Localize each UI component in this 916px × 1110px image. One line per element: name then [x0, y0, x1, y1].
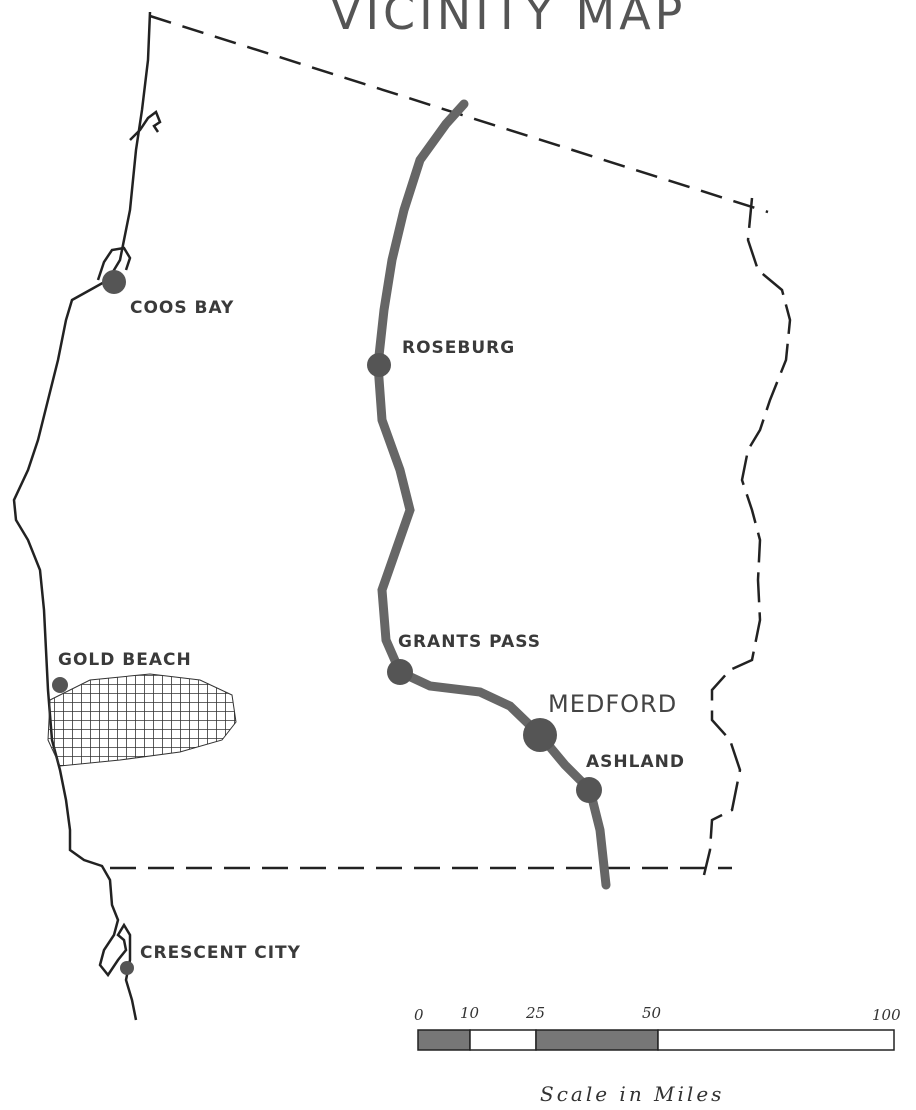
label-ashland: ASHLAND: [586, 752, 685, 772]
map-title: VICINITY MAP: [330, 0, 687, 40]
label-medford: MEDFORD: [548, 690, 678, 718]
scale-segment-10-25: [469, 1029, 537, 1051]
label-crescent-city: CRESCENT CITY: [140, 943, 301, 963]
scale-tick-100: 100: [872, 1006, 901, 1024]
coastline: [12, 11, 152, 1021]
city-marker-gold-beach: [52, 677, 68, 693]
scale-bar: [417, 1029, 895, 1051]
scale-tick-50: 50: [642, 1004, 662, 1022]
scale-segment-50-100: [657, 1029, 895, 1051]
label-coos-bay: COOS BAY: [130, 298, 235, 318]
coos-bay-inlet: [96, 110, 162, 281]
city-marker-crescent-city: [120, 961, 134, 975]
label-grants-pass: GRANTS PASS: [398, 632, 541, 652]
scale-tick-10: 10: [460, 1004, 480, 1022]
city-marker-grants-pass: [387, 659, 413, 685]
highway: [373, 99, 611, 890]
city-marker-ashland: [576, 777, 602, 803]
scale-tick-0: 0: [414, 1006, 424, 1024]
scale-tick-25: 25: [526, 1004, 546, 1022]
label-gold-beach: GOLD BEACH: [58, 650, 192, 670]
label-roseburg: ROSEBURG: [402, 338, 516, 358]
scale-segment-0-10: [417, 1029, 471, 1051]
city-marker-coos-bay: [102, 270, 126, 294]
crosshatch-area: [47, 673, 237, 767]
city-marker-roseburg: [367, 353, 391, 377]
scale-title: Scale in Miles: [540, 1082, 725, 1106]
scale-segment-25-50: [535, 1029, 659, 1051]
east-boundary: [702, 197, 792, 876]
city-marker-medford: [523, 718, 557, 752]
